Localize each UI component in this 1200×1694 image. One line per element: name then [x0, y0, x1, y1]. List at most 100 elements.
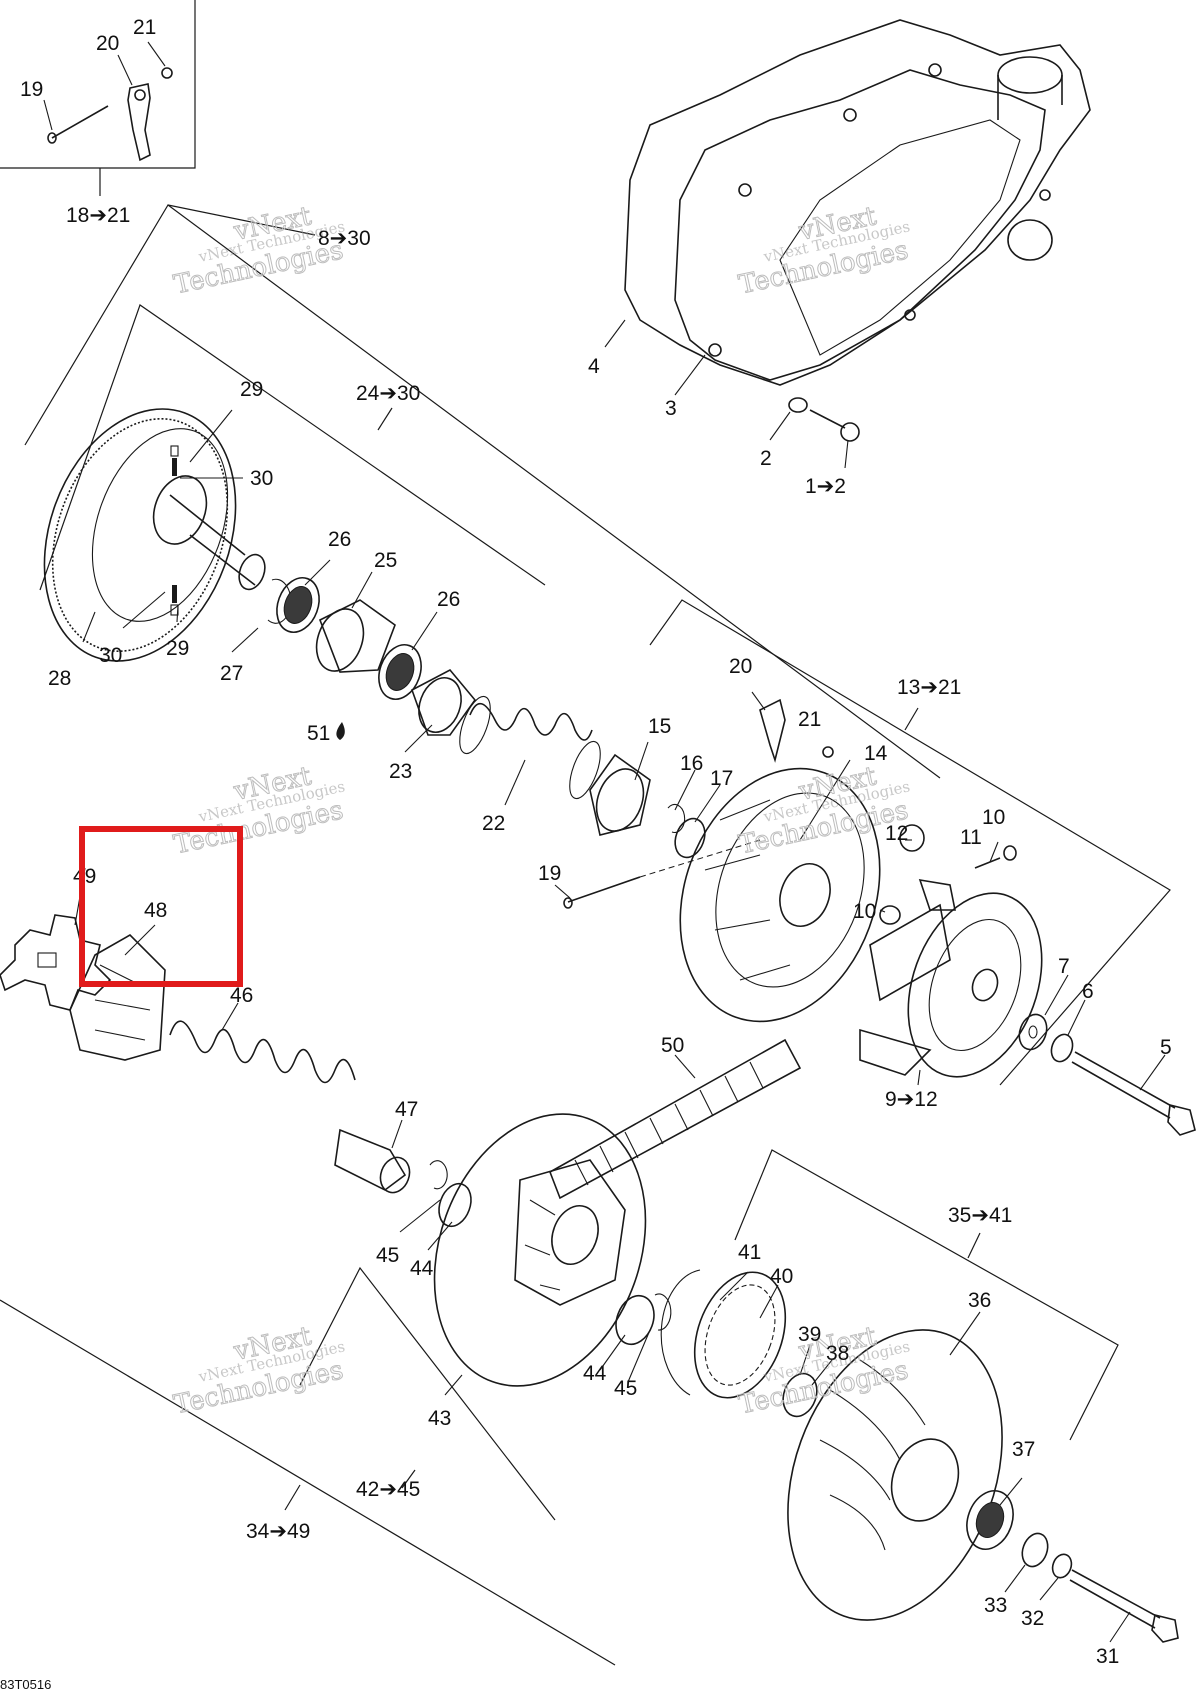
cam-48	[69, 934, 166, 1061]
callout-31[interactable]: 31	[1096, 1645, 1119, 1668]
callout-22[interactable]: 22	[482, 812, 505, 835]
callout-4[interactable]: 4	[588, 355, 600, 378]
callout-18-21[interactable]: 18➔21	[66, 204, 130, 227]
driven-small-parts	[615, 1269, 787, 1399]
callout-35-41[interactable]: 35➔41	[948, 1204, 1012, 1227]
bolt-5-shank	[1071, 1051, 1176, 1119]
callout-46[interactable]: 46	[230, 984, 253, 1007]
callout-50[interactable]: 50	[661, 1034, 684, 1057]
callout-labels: 21 20 19 18➔21 8➔30 29 24➔30 30 26 25 26…	[20, 16, 1172, 1668]
frame-34-49-leader	[284, 1484, 301, 1511]
callout-24-30[interactable]: 24➔30	[356, 382, 420, 405]
spider-9-arm-b	[859, 1028, 932, 1076]
cover-3-port	[1007, 219, 1053, 261]
callout-15[interactable]: 15	[648, 715, 671, 738]
callout-43[interactable]: 43	[428, 1407, 451, 1430]
callout-10-lower[interactable]: 10	[853, 900, 876, 923]
ramp-ring-40	[693, 1271, 787, 1399]
callout-1-2[interactable]: 1➔2	[805, 475, 846, 498]
cover-3	[674, 69, 1046, 381]
cup-15-face	[595, 768, 645, 832]
callout-12[interactable]: 12	[885, 822, 908, 845]
callout-13-21[interactable]: 13➔21	[897, 676, 961, 699]
lever-20-inset-hole	[134, 89, 146, 101]
callout-26-left[interactable]: 26	[328, 528, 351, 551]
callout-26-right[interactable]: 26	[437, 588, 460, 611]
callout-20[interactable]: 20	[729, 655, 752, 678]
callout-42-45[interactable]: 42➔45	[356, 1478, 420, 1501]
sheave-14-bore	[779, 863, 831, 927]
ring-gear-28	[43, 408, 237, 662]
callout-47[interactable]: 47	[395, 1098, 418, 1121]
frame-42-45-leader	[401, 1469, 416, 1489]
bolt-31-head	[1151, 1614, 1179, 1643]
callout-21-inset[interactable]: 21	[133, 16, 156, 39]
shaft-28-end	[238, 553, 266, 591]
callout-41[interactable]: 41	[738, 1241, 761, 1264]
spring-46	[169, 1020, 356, 1084]
callout-9-12[interactable]: 9➔12	[885, 1088, 938, 1111]
callout-10-upper[interactable]: 10	[982, 806, 1005, 829]
leader-lines	[43, 41, 1166, 1643]
callout-34-49[interactable]: 34➔49	[246, 1520, 310, 1543]
shaft-47	[334, 1128, 407, 1191]
callout-45-left[interactable]: 45	[376, 1244, 399, 1267]
callout-27[interactable]: 27	[220, 662, 243, 685]
callout-17[interactable]: 17	[710, 767, 733, 790]
callout-36[interactable]: 36	[968, 1289, 991, 1312]
callout-30-upper[interactable]: 30	[250, 467, 273, 490]
callout-16[interactable]: 16	[680, 752, 703, 775]
spider-9-arm-a	[869, 903, 951, 1002]
callout-39[interactable]: 39	[798, 1323, 821, 1346]
callout-32[interactable]: 32	[1021, 1607, 1044, 1630]
callout-8-30[interactable]: 8➔30	[318, 227, 371, 250]
callout-21[interactable]: 21	[798, 708, 821, 731]
callout-2[interactable]: 2	[760, 447, 772, 470]
callout-23[interactable]: 23	[389, 760, 412, 783]
callout-40[interactable]: 40	[770, 1265, 793, 1288]
seal-26b-inner	[385, 653, 415, 691]
callout-44-right[interactable]: 44	[583, 1362, 607, 1385]
callout-44-left[interactable]: 44	[410, 1257, 434, 1280]
callout-5[interactable]: 5	[1160, 1036, 1172, 1059]
callout-29-upper[interactable]: 29	[240, 378, 263, 401]
washer-7	[1018, 1013, 1048, 1051]
callout-48[interactable]: 48	[144, 899, 167, 922]
cover-boss-5	[904, 309, 916, 321]
callout-6[interactable]: 6	[1082, 980, 1094, 1003]
washer-7-hole	[1028, 1025, 1038, 1039]
callout-28[interactable]: 28	[48, 667, 71, 690]
callout-19-inset[interactable]: 19	[20, 78, 43, 101]
cup-23	[411, 668, 477, 736]
movable-sheave-14	[679, 698, 881, 1023]
callout-25[interactable]: 25	[374, 549, 397, 572]
callout-14[interactable]: 14	[864, 742, 888, 765]
washer-33	[1021, 1532, 1049, 1568]
bushing-44a	[438, 1182, 472, 1228]
group-brackets	[0, 0, 1171, 1666]
driven-pulley-cam-parts	[0, 914, 472, 1228]
part-illustrations	[0, 19, 1196, 1643]
callout-7[interactable]: 7	[1058, 955, 1070, 978]
callout-30-lower[interactable]: 30	[99, 644, 122, 667]
callout-51[interactable]: 51	[307, 722, 330, 745]
bushing-25-face	[315, 608, 365, 672]
callout-37[interactable]: 37	[1012, 1438, 1035, 1461]
callout-29-lower[interactable]: 29	[166, 637, 189, 660]
drawing-code: 83T0516	[0, 1677, 51, 1692]
screw-29-upper	[170, 445, 179, 457]
sheave-hub	[152, 475, 208, 545]
shaft-47-end	[379, 1156, 411, 1194]
bolt-stack-5-7	[1018, 1013, 1196, 1136]
callout-19[interactable]: 19	[538, 862, 561, 885]
callout-33[interactable]: 33	[984, 1594, 1007, 1617]
sheave-36-hub	[890, 1438, 960, 1522]
callout-11[interactable]: 11	[960, 826, 982, 849]
callout-38[interactable]: 38	[826, 1342, 849, 1365]
callout-3[interactable]: 3	[665, 397, 677, 420]
callout-20-inset[interactable]: 20	[96, 32, 119, 55]
callout-45-right[interactable]: 45	[614, 1377, 637, 1400]
nut-21	[822, 746, 834, 758]
frame-13-21-leader	[904, 707, 919, 731]
